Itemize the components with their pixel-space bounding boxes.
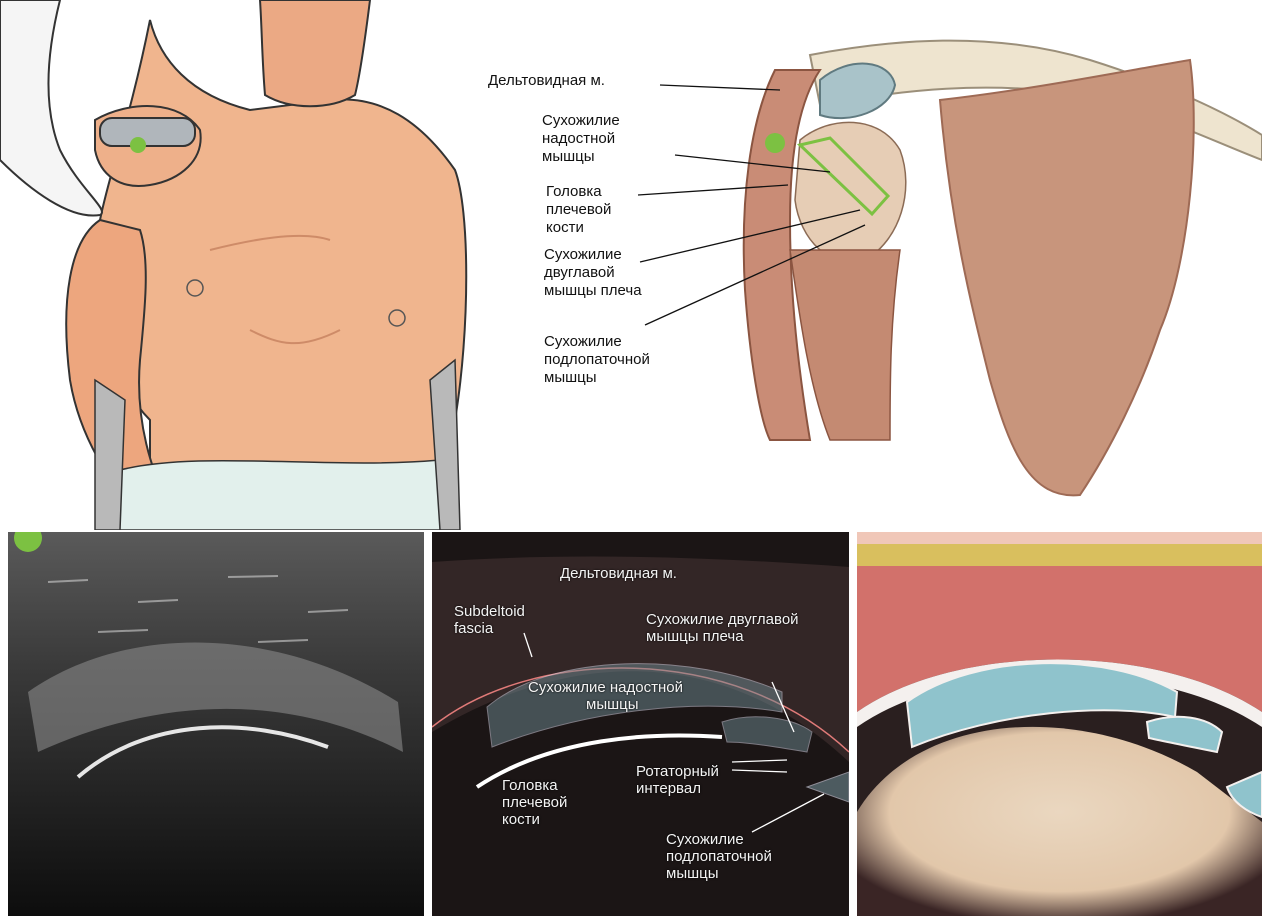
label-subscapularis-3: мышцы bbox=[544, 369, 597, 386]
us-label-rotator-2: интервал bbox=[636, 781, 701, 797]
us-label-subscap-2: подлопаточной bbox=[666, 849, 772, 865]
us-label-biceps-1: Сухожилие двуглавой bbox=[646, 612, 799, 628]
shoulder-anatomy-illustration: Дельтовидная м. Сухожилие надостной мышц… bbox=[470, 0, 1262, 530]
probe-marker-anatomy bbox=[765, 133, 785, 153]
label-supraspinatus-2: надостной bbox=[542, 130, 615, 147]
patient-illustration bbox=[0, 0, 480, 530]
label-biceps-2: двуглавой bbox=[544, 264, 615, 281]
us-label-subscap-3: мышцы bbox=[666, 866, 719, 882]
us-label-humeral-3: кости bbox=[502, 812, 540, 828]
us-label-humeral-1: Головка bbox=[502, 778, 558, 794]
patient-neck bbox=[260, 0, 370, 106]
label-humeral-head-2: плечевой bbox=[546, 201, 611, 218]
label-subscapularis-2: подлопаточной bbox=[544, 351, 650, 368]
ultrasound-probe bbox=[100, 118, 195, 146]
schematic-cross-section bbox=[857, 532, 1262, 916]
label-humeral-head-1: Головка bbox=[546, 183, 602, 200]
fat-layer bbox=[857, 544, 1262, 566]
chair bbox=[95, 380, 125, 530]
us-label-biceps-2: мышцы плеча bbox=[646, 629, 744, 645]
label-supraspinatus-3: мышцы bbox=[542, 148, 595, 165]
doctor-sleeve bbox=[0, 0, 102, 216]
label-supraspinatus-1: Сухожилие bbox=[542, 112, 620, 129]
us-label-subscap-1: Сухожилие bbox=[666, 832, 744, 848]
label-humeral-head-3: кости bbox=[546, 219, 584, 236]
us-label-humeral-2: плечевой bbox=[502, 795, 567, 811]
ultrasound-labeled-image: Дельтовидная м. Subdeltoid fascia Сухожи… bbox=[432, 532, 849, 916]
acromion bbox=[820, 64, 895, 119]
label-deltoid: Дельтовидная м. bbox=[488, 72, 605, 89]
label-biceps-1: Сухожилие bbox=[544, 246, 622, 263]
us-label-fascia-2: fascia bbox=[454, 621, 493, 637]
us-label-fascia-1: Subdeltoid bbox=[454, 604, 525, 620]
skin-layer bbox=[857, 532, 1262, 544]
towel bbox=[110, 460, 445, 530]
ultrasound-raw-image bbox=[8, 532, 424, 916]
probe-marker bbox=[130, 137, 146, 153]
label-biceps-3: мышцы плеча bbox=[544, 282, 642, 299]
us-label-rotator-1: Ротаторный bbox=[636, 764, 719, 780]
us-label-deltoid: Дельтовидная м. bbox=[560, 566, 677, 582]
label-subscapularis-1: Сухожилие bbox=[544, 333, 622, 350]
scapula bbox=[940, 60, 1194, 495]
us-label-supraspinatus-1: Сухожилие надостной bbox=[528, 680, 683, 696]
us-label-supraspinatus-2: мышцы bbox=[586, 697, 639, 713]
